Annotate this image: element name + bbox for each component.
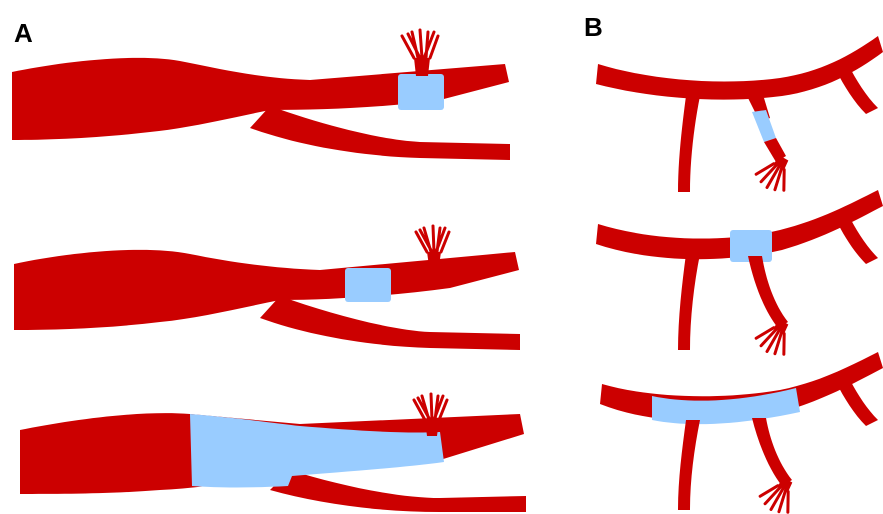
panel-b-row-1: [596, 36, 883, 195]
stented-branch: [752, 418, 792, 486]
left-branch: [678, 254, 700, 350]
right-branch: [836, 376, 878, 426]
panel-b: [596, 36, 883, 514]
panel-b-row-3: [600, 352, 883, 514]
left-branch: [678, 420, 700, 510]
branch-vessel: [260, 296, 520, 350]
main-vessel: [596, 36, 883, 100]
stent: [345, 268, 391, 302]
panel-a: [12, 30, 526, 512]
panel-a-row-2: [14, 226, 520, 350]
right-branch: [836, 64, 878, 114]
panel-a-row-3: [20, 394, 526, 512]
left-branch: [678, 96, 700, 192]
occluded-side-branch-tuft: [402, 30, 438, 76]
stent: [752, 110, 776, 142]
stented-branch: [748, 256, 788, 328]
panel-b-row-2: [596, 190, 883, 359]
branch-vessel: [270, 470, 526, 512]
branch-vessel: [250, 106, 510, 160]
panel-label-a: A: [14, 18, 33, 48]
long-stent: [652, 388, 800, 424]
right-branch: [836, 214, 878, 264]
stent: [398, 74, 444, 110]
panel-label-b: B: [584, 12, 603, 42]
panel-a-row-1: [12, 30, 510, 160]
